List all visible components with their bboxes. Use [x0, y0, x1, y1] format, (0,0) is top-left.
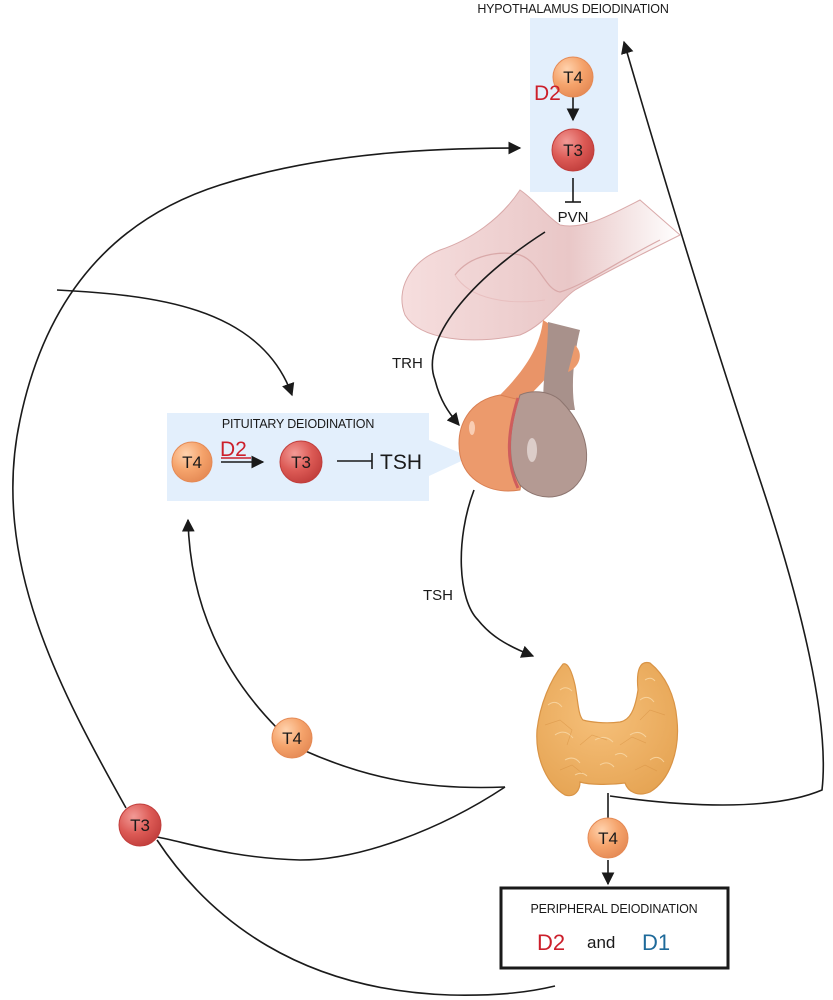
t3-to-hypothalamus-arrow [12, 141, 522, 809]
pituitary-d2-label: D2 [220, 438, 247, 461]
trh-label: TRH [392, 355, 423, 372]
tsh-hormone-label: TSH [423, 587, 453, 604]
peripheral-d1-label: D1 [642, 930, 670, 955]
pituitary-tsh-label: TSH [380, 451, 422, 474]
svg-text:T4: T4 [563, 68, 583, 87]
circulating-t3: T3 [118, 803, 162, 847]
circulating-t4: T4 [271, 717, 313, 759]
thyroid-to-t3-line [156, 786, 506, 861]
peripheral-d2-label: D2 [537, 930, 565, 955]
hypothalamus-title: HYPOTHALAMUS DEIODINATION [477, 2, 668, 16]
t3-to-pituitary-arrow [56, 289, 295, 397]
svg-text:T4: T4 [282, 729, 302, 748]
svg-text:T3: T3 [563, 141, 583, 160]
hypothalamus-t3: T3 [551, 128, 595, 172]
thyroid-t4: T4 [587, 817, 629, 859]
t4-to-pituitary-arrow [181, 518, 278, 729]
hypothalamus-pituitary-illustration [401, 189, 681, 498]
svg-text:T4: T4 [598, 829, 618, 848]
t3-to-peripheral-line [156, 839, 556, 996]
pituitary-t3: T3 [279, 440, 323, 484]
pituitary-panel-pointer [429, 440, 470, 476]
hypothalamus-t4: T4 [552, 56, 594, 98]
svg-text:T3: T3 [130, 816, 150, 835]
thyroid-to-t4-line [302, 749, 506, 789]
pituitary-title: PITUITARY DEIODINATION [222, 417, 375, 431]
hypothalamus-d2-label: D2 [534, 82, 561, 105]
trh-arrow [431, 231, 546, 426]
svg-text:T4: T4 [182, 453, 202, 472]
peripheral-title: PERIPHERAL DEIODINATION [531, 902, 698, 916]
pituitary-t4: T4 [171, 441, 213, 483]
thyroid-to-hypothalamus-arrow [609, 40, 825, 806]
svg-text:T3: T3 [291, 453, 311, 472]
pvn-label: PVN [558, 209, 589, 226]
tsh-arrow [460, 489, 535, 658]
peripheral-box [499, 886, 730, 970]
thyroid-gland-illustration [536, 661, 679, 797]
peripheral-and-label: and [587, 933, 615, 952]
